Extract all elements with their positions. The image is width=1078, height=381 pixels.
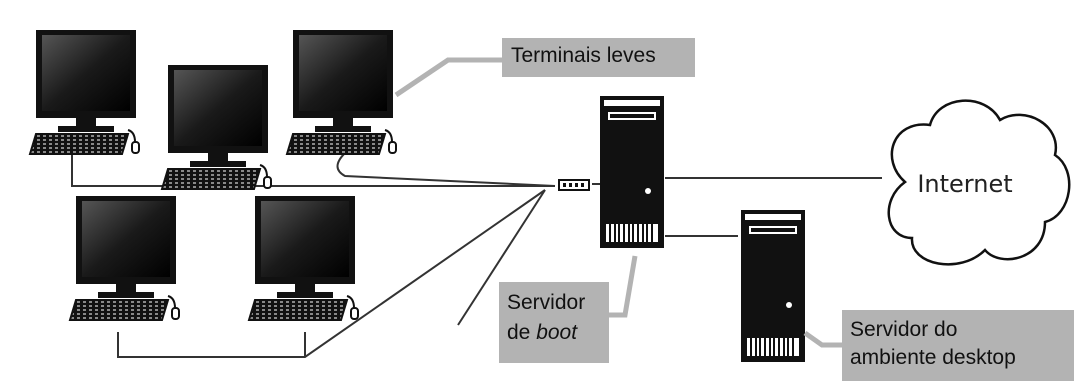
thin-client-computer	[69, 195, 180, 321]
internet-cloud-icon: Internet	[887, 99, 1071, 266]
internet-label: Internet	[917, 170, 1012, 198]
desktop-server-label: Servidor do ambiente desktop	[842, 310, 1074, 381]
desktop-server-label-line2: ambiente desktop	[850, 346, 1016, 369]
thin-client-computer	[248, 195, 359, 321]
boot-server-label: Servidor de boot	[499, 282, 609, 363]
thin-client-computer	[29, 29, 140, 155]
network-cables	[71, 150, 882, 358]
desktop-server-label-line1: Servidor do	[850, 318, 958, 341]
desktop-server-tower	[740, 209, 806, 363]
boot-server-label-line2: de boot	[507, 321, 578, 344]
thin-client-computer	[286, 29, 397, 155]
boot-server-label-line1: Servidor	[507, 291, 586, 314]
boot-server-tower	[599, 95, 665, 249]
network-switch	[558, 179, 590, 191]
thin-clients-label: Terminais leves	[502, 38, 695, 77]
callout-leaders	[394, 57, 842, 348]
thin-client-computer	[161, 64, 272, 190]
